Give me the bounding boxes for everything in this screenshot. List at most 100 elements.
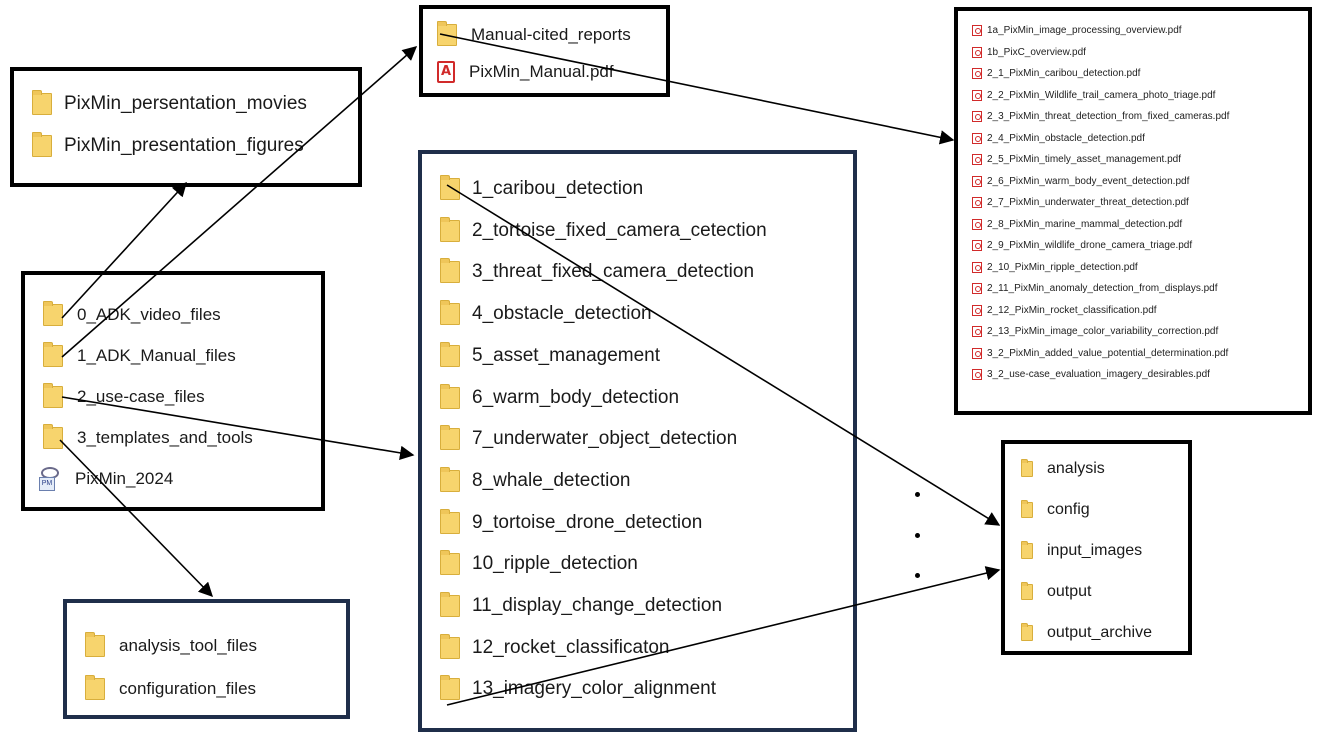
pdf-label: 2_12_PixMin_rocket_classification.pdf <box>987 304 1157 316</box>
folder-icon <box>440 550 460 576</box>
pdf-label: 2_6_PixMin_warm_body_event_detection.pdf <box>987 175 1190 187</box>
folder-label: 0_ADK_video_files <box>77 305 221 324</box>
folder-item-analysis-tool-files[interactable]: analysis_tool_files <box>85 632 257 657</box>
folder-item-1-caribou-detection[interactable]: 1_caribou_detection <box>440 175 644 200</box>
folder-label: 13_imagery_color_alignment <box>472 678 716 700</box>
folder-icon <box>440 216 460 242</box>
folder-item-9-tortoise-drone-detection[interactable]: 9_tortoise_drone_detection <box>440 508 703 534</box>
folder-item-8-whale-detection[interactable]: 8_whale_detection <box>440 466 631 492</box>
pdf-item-2-11-pixmin-anomaly-detection-from-displays-pdf[interactable]: 2_11_PixMin_anomaly_detection_from_displ… <box>972 283 1218 294</box>
pdf-label: 2_2_PixMin_Wildlife_trail_camera_photo_t… <box>987 89 1216 101</box>
pdf-item-1b-pixc-overview-pdf[interactable]: 1b_PixC_overview.pdf <box>972 46 1086 58</box>
pdf-item-2-13-pixmin-image-color-variability-correction-pdf[interactable]: 2_13_PixMin_image_color_variability_corr… <box>972 326 1218 337</box>
folder-item-3-threat-fixed-camera-detection[interactable]: 3_threat_fixed_camera_detection <box>440 258 754 284</box>
pdf-item-2-2-pixmin-wildlife-trail-camera-photo-triage-pdf[interactable]: 2_2_PixMin_Wildlife_trail_camera_photo_t… <box>972 89 1216 101</box>
folder-label: input_images <box>1047 542 1143 559</box>
pdf-item-2-10-pixmin-ripple-detection-pdf[interactable]: 2_10_PixMin_ripple_detection.pdf <box>972 261 1138 273</box>
folder-label: Manual-cited_reports <box>471 25 631 44</box>
file-item-pixmin-manual-pdf[interactable]: PixMin_Manual.pdf <box>437 61 614 83</box>
pdf-item-2-12-pixmin-rocket-classification-pdf[interactable]: 2_12_PixMin_rocket_classification.pdf <box>972 304 1157 316</box>
use-case-folder-box: 1_caribou_detection 2_tortoise_fixed_came… <box>418 150 857 732</box>
folder-item-adk-video-files[interactable]: 0_ADK_video_files <box>43 301 221 326</box>
folder-item-input-images[interactable]: input_images <box>1021 541 1143 560</box>
pdf-label: 2_7_PixMin_underwater_threat_detection.p… <box>987 197 1189 208</box>
pdf-label: 2_1_PixMin_caribou_detection.pdf <box>987 68 1141 79</box>
pdf-icon <box>972 89 982 101</box>
folder-item-10-ripple-detection[interactable]: 10_ripple_detection <box>440 550 638 576</box>
reports-pdf-box: 1a_PixMin_image_processing_overview.pdf 1… <box>954 7 1312 415</box>
pdf-item-2-9-pixmin-wildlife-drone-camera-triage-pdf[interactable]: 2_9_PixMin_wildlife_drone_camera_triage.… <box>972 240 1192 251</box>
pdf-item-2-6-pixmin-warm-body-event-detection-pdf[interactable]: 2_6_PixMin_warm_body_event_detection.pdf <box>972 175 1190 187</box>
pdf-item-2-1-pixmin-caribou-detection-pdf[interactable]: 2_1_PixMin_caribou_detection.pdf <box>972 68 1140 79</box>
app-item-pixmin-2024[interactable]: PM PixMin_2024 <box>39 467 173 491</box>
folder-icon <box>440 175 460 200</box>
pdf-label: 2_9_PixMin_wildlife_drone_camera_triage.… <box>987 240 1193 251</box>
folder-icon <box>440 341 460 367</box>
pdf-label: 2_3_PixMin_threat_detection_from_fixed_c… <box>987 111 1230 122</box>
folder-item-adk-manual-files[interactable]: 1_ADK_Manual_files <box>43 342 236 367</box>
folder-item-presentation-figures[interactable]: PixMin_presentation_figures <box>32 132 304 157</box>
folder-item-11-display-change-detection[interactable]: 11_display_change_detection <box>440 592 723 617</box>
folder-item-12-rocket-classificaton[interactable]: 12_rocket_classificaton <box>440 633 670 659</box>
ellipsis-dot <box>915 573 920 578</box>
folder-item-use-case-files[interactable]: 2_use-case_files <box>43 383 205 408</box>
pdf-icon <box>972 326 982 337</box>
folder-item-analysis[interactable]: analysis <box>1021 459 1105 478</box>
folder-item-6-warm-body-detection[interactable]: 6_warm_body_detection <box>440 383 679 409</box>
folder-icon <box>440 466 460 492</box>
pdf-label: 2_5_PixMin_timely_asset_management.pdf <box>987 154 1181 165</box>
pdf-item-3-2-use-case-evaluation-imagery-desirables-pdf[interactable]: 3_2_use-case_evaluation_imagery_desirabl… <box>972 369 1210 380</box>
pdf-item-2-4-pixmin-obstacle-detection-pdf[interactable]: 2_4_PixMin_obstacle_detection.pdf <box>972 132 1145 144</box>
folder-label: analysis_tool_files <box>119 636 257 655</box>
folder-label: output <box>1047 583 1092 600</box>
folder-label: output_archive <box>1047 624 1152 641</box>
folder-label: 9_tortoise_drone_detection <box>472 511 703 533</box>
folder-icon <box>1021 459 1033 477</box>
folder-item-configuration-files[interactable]: configuration_files <box>85 675 257 700</box>
file-label: PixMin_Manual.pdf <box>469 62 614 81</box>
folder-icon <box>440 383 460 409</box>
manual-folder-box: Manual-cited_reports PixMin_Manual.pdf <box>419 5 670 97</box>
pdf-icon <box>972 25 982 36</box>
folder-label: 11_display_change_detection <box>472 595 723 616</box>
pdf-item-2-7-pixmin-underwater-threat-detection-pdf[interactable]: 2_7_PixMin_underwater_threat_detection.p… <box>972 197 1189 208</box>
folder-item-5-asset-management[interactable]: 5_asset_management <box>440 341 660 367</box>
folder-item-presentation-movies[interactable]: PixMin_persentation_movies <box>32 90 307 115</box>
pdf-item-2-3-pixmin-threat-detection-from-fixed-cameras-pdf[interactable]: 2_3_PixMin_threat_detection_from_fixed_c… <box>972 111 1229 122</box>
pdf-item-2-8-pixmin-marine-mammal-detection-pdf[interactable]: 2_8_PixMin_marine_mammal_detection.pdf <box>972 218 1182 230</box>
pdf-icon <box>972 68 982 79</box>
ellipsis-dot <box>915 492 920 497</box>
pdf-label: 2_13_PixMin_image_color_variability_corr… <box>987 326 1219 337</box>
pdf-icon <box>972 218 982 230</box>
pdf-item-1a-pixmin-image-processing-overview-pdf[interactable]: 1a_PixMin_image_processing_overview.pdf <box>972 25 1182 36</box>
pdf-label: 2_10_PixMin_ripple_detection.pdf <box>987 261 1138 273</box>
pdf-label: 2_11_PixMin_anomaly_detection_from_displ… <box>987 283 1218 294</box>
pdf-icon <box>972 347 982 359</box>
folder-item-output[interactable]: output <box>1021 582 1092 601</box>
folder-item-output-archive[interactable]: output_archive <box>1021 623 1152 642</box>
folder-item-13-imagery-color-alignment[interactable]: 13_imagery_color_alignment <box>440 675 716 701</box>
folder-item-7-underwater-object-detection[interactable]: 7_underwater_object_detection <box>440 425 737 451</box>
folder-item-templates-and-tools[interactable]: 3_templates_and_tools <box>43 424 253 449</box>
folder-label: configuration_files <box>119 679 257 698</box>
folder-item-2-tortoise-fixed-camera-cetection[interactable]: 2_tortoise_fixed_camera_cetection <box>440 216 767 242</box>
pdf-icon <box>972 154 982 165</box>
folder-icon <box>85 675 105 700</box>
root-folder-box: 0_ADK_video_files 1_ADK_Manual_files 2_u… <box>21 271 325 511</box>
folder-icon <box>85 632 105 657</box>
folder-icon <box>440 592 460 617</box>
folder-item-config[interactable]: config <box>1021 500 1090 519</box>
folder-icon <box>1021 623 1033 641</box>
app-label: PixMin_2024 <box>75 469 174 488</box>
folder-label: 8_whale_detection <box>472 469 631 491</box>
folder-label: 4_obstacle_detection <box>472 303 652 325</box>
folder-item-4-obstacle-detection[interactable]: 4_obstacle_detection <box>440 300 652 326</box>
pdf-label: 1a_PixMin_image_processing_overview.pdf <box>987 25 1182 36</box>
folder-icon <box>43 424 63 449</box>
folder-label: 3_templates_and_tools <box>77 428 253 447</box>
folder-item-manual-cited-reports[interactable]: Manual-cited_reports <box>437 21 631 46</box>
pdf-item-2-5-pixmin-timely-asset-management-pdf[interactable]: 2_5_PixMin_timely_asset_management.pdf <box>972 154 1181 165</box>
folder-label: 1_caribou_detection <box>472 178 644 199</box>
folder-icon <box>1021 582 1033 600</box>
pdf-item-3-2-pixmin-added-value-potential-determination-pdf[interactable]: 3_2_PixMin_added_value_potential_determi… <box>972 347 1228 359</box>
